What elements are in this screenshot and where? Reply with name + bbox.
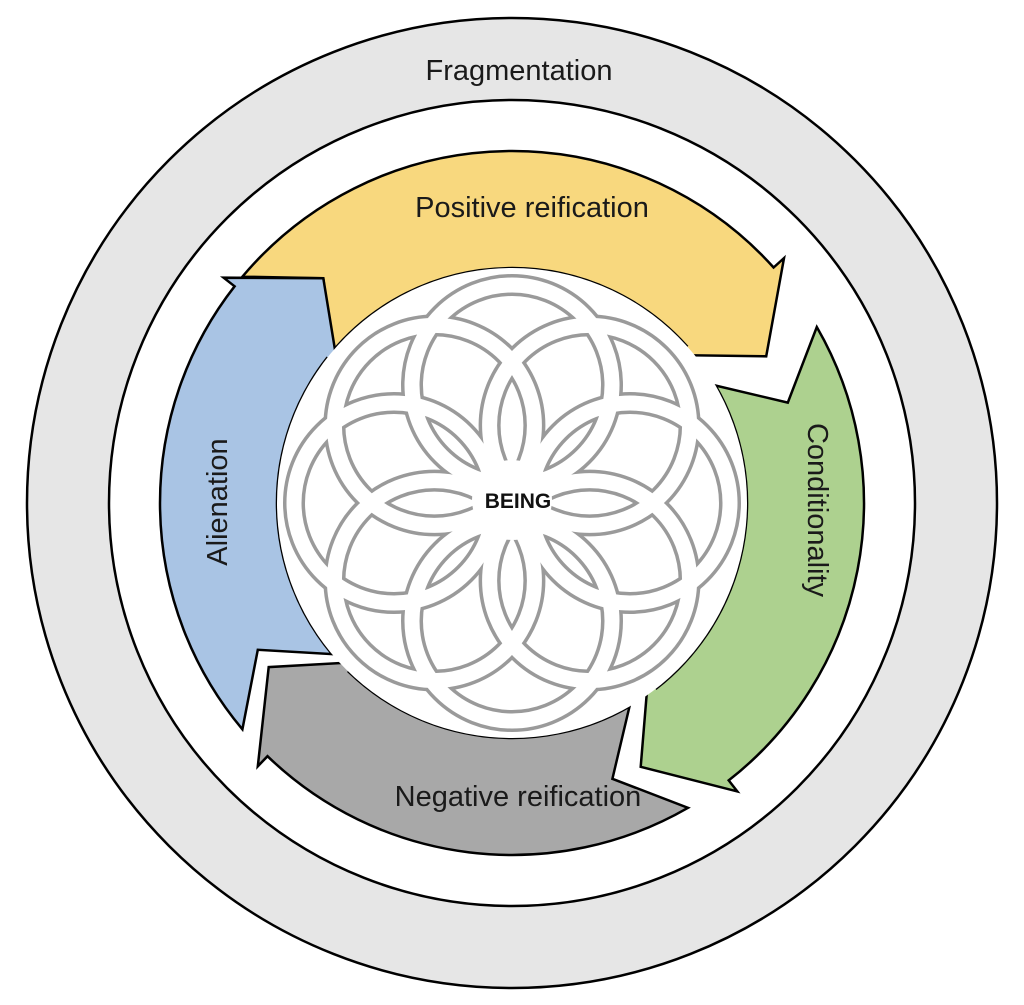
stage-cycle bbox=[158, 149, 866, 857]
alienation-label: Alienation bbox=[202, 438, 234, 565]
knot-ring-channel bbox=[326, 317, 542, 533]
being-label: BEING bbox=[485, 490, 552, 513]
negative-reification-label: Negative reification bbox=[395, 781, 642, 813]
conditionality-label: Conditionality bbox=[801, 423, 833, 598]
core-label-backdrop bbox=[472, 460, 552, 540]
fragmentation-label: Fragmentation bbox=[426, 55, 613, 87]
positive-reification-label: Positive reification bbox=[415, 192, 649, 224]
